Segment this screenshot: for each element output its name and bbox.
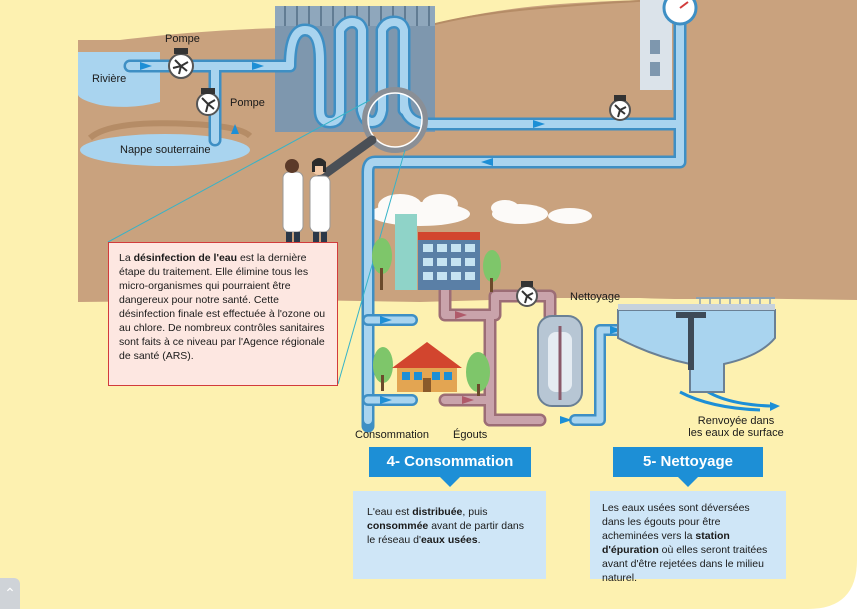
step-4-text: , puis (462, 506, 488, 518)
aquifer (80, 134, 250, 166)
apartment-building (372, 214, 501, 292)
step-5-text: où elles seront traitées avant d'être re… (602, 544, 768, 584)
disinfection-callout: La désinfection de l'eau est la dernière… (108, 242, 338, 386)
pump-icon (168, 48, 194, 79)
aquifer-label: Nappe souterraine (120, 144, 211, 156)
scroll-up-button[interactable]: ⌃ (0, 578, 20, 609)
sewer-label: Égouts (453, 429, 488, 441)
river-label: Rivière (92, 73, 127, 85)
step-4-text: avant de partir dans le réseau d' (367, 520, 525, 546)
discharge-label-line1: Renvoyée dans (697, 415, 775, 427)
step-4-bold: distribuée (412, 506, 463, 518)
disinfection-prefix: La (119, 252, 134, 264)
chevron-up-icon: ⌃ (4, 585, 16, 601)
wastewater-pipes (438, 283, 557, 427)
step-4-text: . (477, 534, 481, 546)
step-4-bold: consommée (367, 520, 429, 532)
step-4-description: L'eau est distribuée, puis consommée ava… (353, 491, 546, 579)
scientists (282, 158, 331, 248)
step-4-bold: eaux usées (420, 534, 478, 546)
step-5-title: 5- Nettoyage (613, 447, 763, 487)
cleaning-label: Nettoyage (570, 291, 621, 303)
callout-lines (107, 99, 406, 385)
consumption-label: Consommation (355, 429, 429, 441)
treatment-basin (617, 297, 776, 393)
disinfection-term: désinfection de l'eau (133, 252, 238, 264)
magnifier-icon (317, 87, 428, 181)
cleaning-tank (537, 315, 583, 407)
step-4-title: 4- Consommation (369, 447, 531, 487)
step-5-text: Les eaux usées sont déversées dans les é… (602, 502, 750, 542)
step-4-text: L'eau est (367, 506, 413, 518)
pump-label: Pompe (230, 97, 265, 109)
disinfection-text: est la dernière étape du traitement. Ell… (119, 252, 326, 362)
pump-icon (196, 88, 220, 116)
step-5-description: Les eaux usées sont déversées dans les é… (590, 491, 786, 584)
pump-icon (516, 281, 538, 307)
discharge-label-line2: les eaux de surface (688, 427, 784, 439)
pump-label: Pompe (165, 33, 200, 45)
pump-icon (609, 95, 631, 121)
step-5-bold: station d'épuration (602, 530, 730, 556)
flow-arrows (140, 62, 622, 424)
house (373, 342, 490, 396)
discharge-label: Renvoyée dans les eaux de surface (684, 415, 788, 439)
gauge-icon (662, 0, 698, 26)
